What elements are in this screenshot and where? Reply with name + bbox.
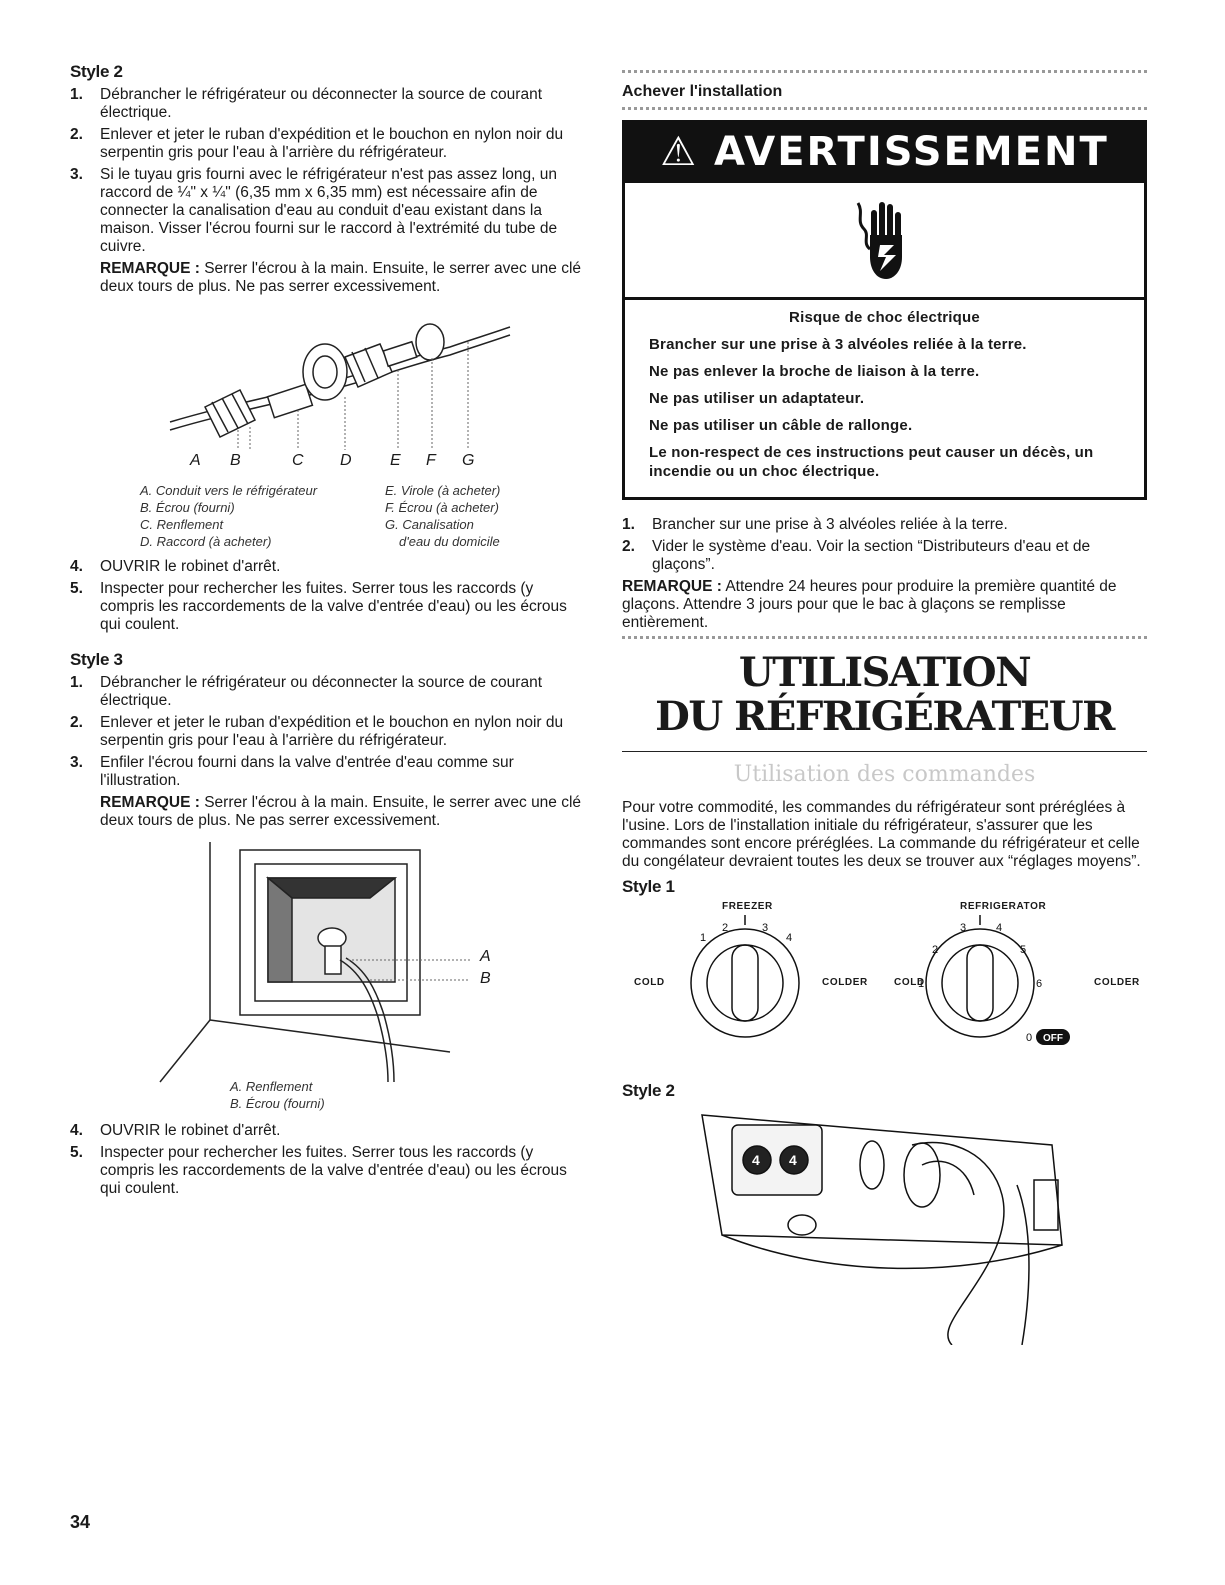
section-title: Achever l'installation [622, 83, 783, 100]
list-item: 2.Enlever et jeter le ruban d'expédition… [70, 126, 564, 161]
fridge-tick: 3 [960, 922, 966, 934]
freezer-tick: 2 [722, 922, 728, 934]
warning-line: Ne pas utiliser un adaptateur. [649, 390, 865, 407]
list-item: 4.OUVRIR le robinet d'arrêt. [70, 558, 281, 575]
electric-shock-hand-icon [856, 202, 902, 279]
list-item: 1.Débrancher le réfrigérateur ou déconne… [70, 86, 543, 121]
warning-line: Le non-respect de ces instructions peut … [649, 444, 1094, 480]
warning-header: ⚠ AVERTISSEMENT [625, 123, 1144, 183]
warning-line: Brancher sur une prise à 3 alvéoles reli… [649, 336, 1027, 353]
style2-remark: REMARQUE : Serrer l'écrou à la main. Ens… [100, 260, 582, 295]
fridge-tick: 1 [918, 978, 924, 990]
style2-steps-after: 4.OUVRIR le robinet d'arrêt. 5.Inspecter… [70, 558, 590, 634]
list-item: 5.Inspecter pour rechercher les fuites. … [70, 1144, 567, 1197]
off-label: OFF [1043, 1033, 1063, 1044]
fridge-tick: 5 [1020, 944, 1026, 956]
freezer-tick: 3 [762, 922, 768, 934]
left-column: Style 2 1.Débrancher le réfrigérateur ou… [70, 62, 590, 1202]
fridge-tick: 6 [1036, 978, 1042, 990]
fitting-illustration [169, 323, 511, 450]
subsection-title: Utilisation des commandes [733, 762, 1036, 787]
valve-captions: A. Renflement B. Écrou (fourni) [230, 1079, 325, 1111]
fitting-figure: A B C D E F G [70, 302, 590, 482]
style3-steps: 1.Débrancher le réfrigérateur ou déconne… [70, 674, 590, 790]
control-panel-figure: 4 4 [622, 1105, 1147, 1346]
style1-heading: Style 1 [622, 877, 675, 896]
dial-figure: FREEZER REFRIGERATOR COLD COLDER COLD CO… [622, 901, 1147, 1071]
list-item: 1.Débrancher le réfrigérateur ou déconne… [70, 674, 543, 709]
warning-body: Risque de choc électrique Brancher sur u… [625, 300, 1144, 497]
warning-line: Ne pas enlever la broche de liaison à la… [649, 363, 980, 380]
list-item: 3.Enfiler l'écrou fourni dans la valve d… [70, 754, 514, 789]
fig-letter-a: A [190, 452, 201, 469]
fridge-tick: 0 [1026, 1032, 1032, 1044]
list-item: 3.Si le tuyau gris fourni avec le réfrig… [70, 166, 558, 255]
warning-line: Ne pas utiliser un câble de rallonge. [649, 417, 913, 434]
cold-label: COLD [894, 977, 925, 988]
section-header: Achever l'installation [622, 70, 1147, 110]
divider [622, 636, 1147, 639]
style3-heading: Style 3 [70, 650, 123, 669]
colder-label: COLDER [1094, 977, 1140, 988]
page-title: UTILISATION DU RÉFRIGÉRATEUR [655, 649, 1115, 740]
fig-letter-c: C [292, 452, 304, 469]
list-item: 4.OUVRIR le robinet d'arrêt. [70, 1122, 281, 1139]
install-steps: 1.Brancher sur une prise à 3 alvéoles re… [622, 516, 1147, 574]
valve-figure: A B [70, 842, 590, 1092]
control-dials: 1 2 3 4 1 2 3 4 5 6 0 OFF [690, 915, 1070, 1045]
warning-risk: Risque de choc électrique [789, 309, 980, 326]
style2-right-heading: Style 2 [622, 1081, 675, 1100]
shock-hazard-area [625, 183, 1144, 300]
svg-text:4: 4 [789, 1152, 797, 1168]
off-badge [1036, 1029, 1070, 1045]
valve-letter-a: A [480, 948, 491, 965]
divider [622, 751, 1147, 752]
list-item: 1.Brancher sur une prise à 3 alvéoles re… [622, 516, 1008, 533]
install-remark: REMARQUE : Attendre 24 heures pour produ… [622, 578, 1117, 631]
refrigerator-label: REFRIGERATOR [960, 901, 1047, 912]
control-panel-illustration: 4 4 [701, 1114, 1063, 1346]
colder-label: COLDER [822, 977, 868, 988]
fig-letter-b: B [230, 452, 241, 469]
fig-letter-g: G [462, 452, 475, 469]
fridge-tick: 4 [996, 922, 1002, 934]
fridge-tick: 2 [932, 944, 938, 956]
list-item: 2.Enlever et jeter le ruban d'expédition… [70, 714, 564, 749]
freezer-tick: 4 [786, 932, 792, 944]
warning-box: ⚠ AVERTISSEMENT Risque de choc électriqu… [622, 120, 1147, 500]
cold-label: COLD [634, 977, 665, 988]
fitting-captions: A. Conduit vers le réfrigérateur B. Écro… [140, 483, 501, 549]
freezer-tick: 1 [700, 932, 706, 944]
freezer-label: FREEZER [722, 901, 773, 912]
list-item: 2.Vider le système d'eau. Voir la sectio… [622, 538, 1091, 573]
valve-letter-b: B [480, 970, 491, 987]
intro-paragraph: Pour votre commodité, les commandes du r… [622, 799, 1141, 870]
list-item: 5.Inspecter pour rechercher les fuites. … [70, 580, 567, 633]
style2-heading: Style 2 [70, 62, 123, 81]
valve-illustration [159, 842, 470, 1083]
fig-letter-f: F [426, 452, 436, 469]
warning-triangle-icon: ⚠ [660, 129, 699, 175]
right-column: Achever l'installation ⚠ AVERTISSEMENT R… [622, 70, 1147, 1346]
page-number: 34 [70, 1512, 91, 1532]
svg-text:4: 4 [752, 1152, 760, 1168]
style3-remark: REMARQUE : Serrer l'écrou à la main. Ens… [100, 794, 582, 829]
style2-steps: 1.Débrancher le réfrigérateur ou déconne… [70, 86, 590, 256]
style3-steps-after: 4.OUVRIR le robinet d'arrêt. 5.Inspecter… [70, 1122, 590, 1198]
fig-letter-e: E [390, 452, 401, 469]
fig-letter-d: D [340, 452, 352, 469]
